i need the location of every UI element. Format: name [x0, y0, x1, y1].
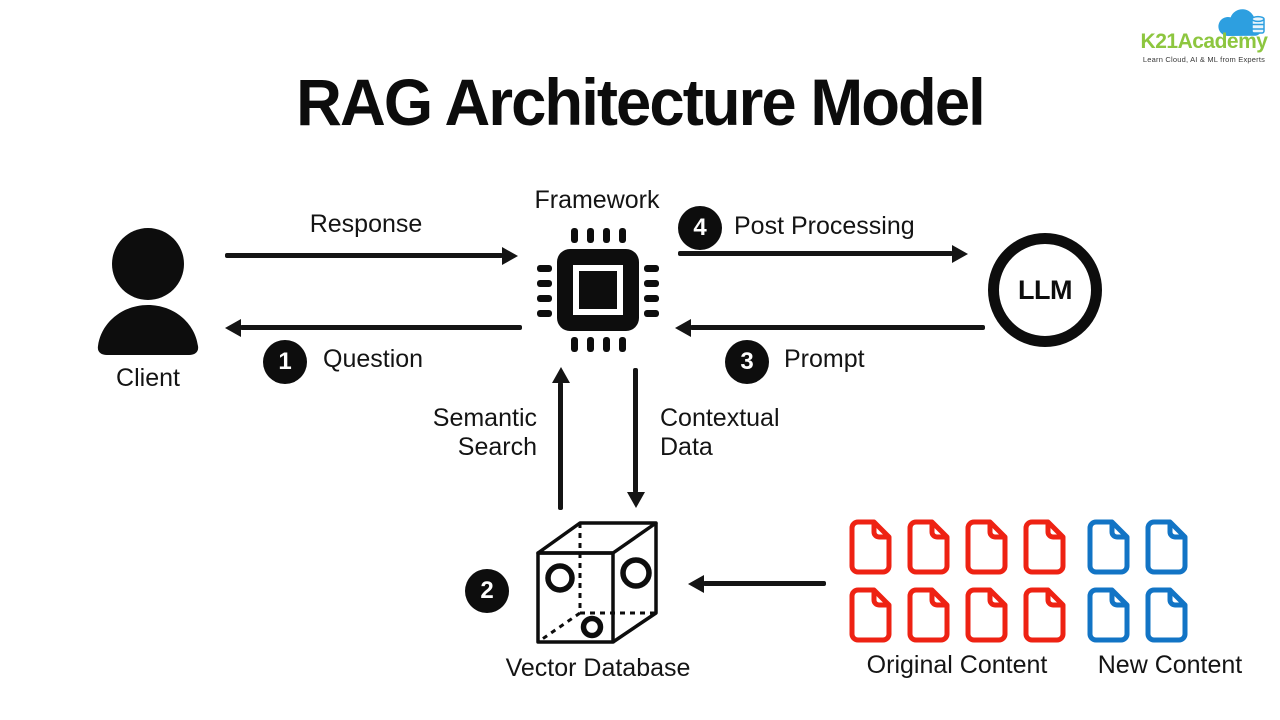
response-arrow [225, 246, 518, 265]
arrow-head-down [626, 492, 645, 508]
step-4-badge: 4 [678, 206, 722, 250]
logo-tagline: Learn Cloud, AI & ML from Experts [1142, 55, 1266, 64]
document-icon [907, 587, 950, 643]
logo-brand: K21Academy [1140, 30, 1268, 53]
step-3-badge: 3 [725, 340, 769, 384]
semantic-search-line2: Search [457, 432, 537, 461]
document-icon [965, 587, 1008, 643]
arrow-head-left [225, 318, 241, 337]
semantic-search-arrow [551, 367, 570, 510]
post-processing-arrow [678, 244, 968, 263]
client-label: Client [116, 364, 180, 392]
client-person-icon [97, 228, 199, 355]
question-label: Question [323, 345, 424, 373]
original-content-docs [848, 519, 1066, 643]
arrow-head-right [952, 244, 968, 263]
document-icon [965, 519, 1008, 575]
step-2-badge: 2 [465, 569, 509, 613]
post-processing-label: Post Processing [734, 212, 915, 240]
step-1-badge: 1 [263, 340, 307, 384]
framework-chip-icon [537, 228, 659, 352]
document-icon [849, 587, 892, 643]
llm-node: LLM [988, 233, 1102, 347]
semantic-search-line1: Semantic [432, 404, 537, 432]
new-content-docs [1086, 519, 1188, 643]
content-documents [848, 519, 1188, 643]
llm-label: LLM [1018, 274, 1072, 305]
contextual-data-line1: Contextual [660, 404, 780, 432]
contextual-data-arrow [626, 368, 645, 508]
vector-database-cube-icon [536, 521, 658, 644]
semantic-search-label: Semantic Search [370, 404, 537, 462]
arrow-head-up [551, 367, 570, 383]
document-icon [1145, 587, 1188, 643]
document-icon [1023, 519, 1066, 575]
contextual-data-label: Contextual Data [660, 404, 830, 462]
new-content-label: New Content [1097, 651, 1243, 679]
document-icon [1023, 587, 1066, 643]
arrow-head-left [675, 318, 691, 337]
document-icon [849, 519, 892, 575]
document-icon [907, 519, 950, 575]
prompt-label: Prompt [784, 345, 865, 373]
framework-label: Framework [534, 186, 660, 214]
arrow-head-left [688, 574, 704, 593]
arrow-head-right [502, 246, 518, 265]
document-icon [1087, 587, 1130, 643]
prompt-arrow [675, 318, 985, 337]
cloud-database-icon [1218, 9, 1265, 37]
question-arrow [225, 318, 522, 337]
content-ingest-arrow [688, 574, 826, 593]
contextual-data-line2: Data [660, 432, 713, 461]
document-icon [1087, 519, 1130, 575]
k21academy-logo: K21Academy Learn Cloud, AI & ML from Exp… [1138, 8, 1270, 64]
vector-database-label: Vector Database [505, 654, 691, 682]
original-content-label: Original Content [866, 651, 1048, 679]
response-label: Response [309, 210, 423, 238]
page-title: RAG Architecture Model [296, 65, 986, 139]
document-icon [1145, 519, 1188, 575]
